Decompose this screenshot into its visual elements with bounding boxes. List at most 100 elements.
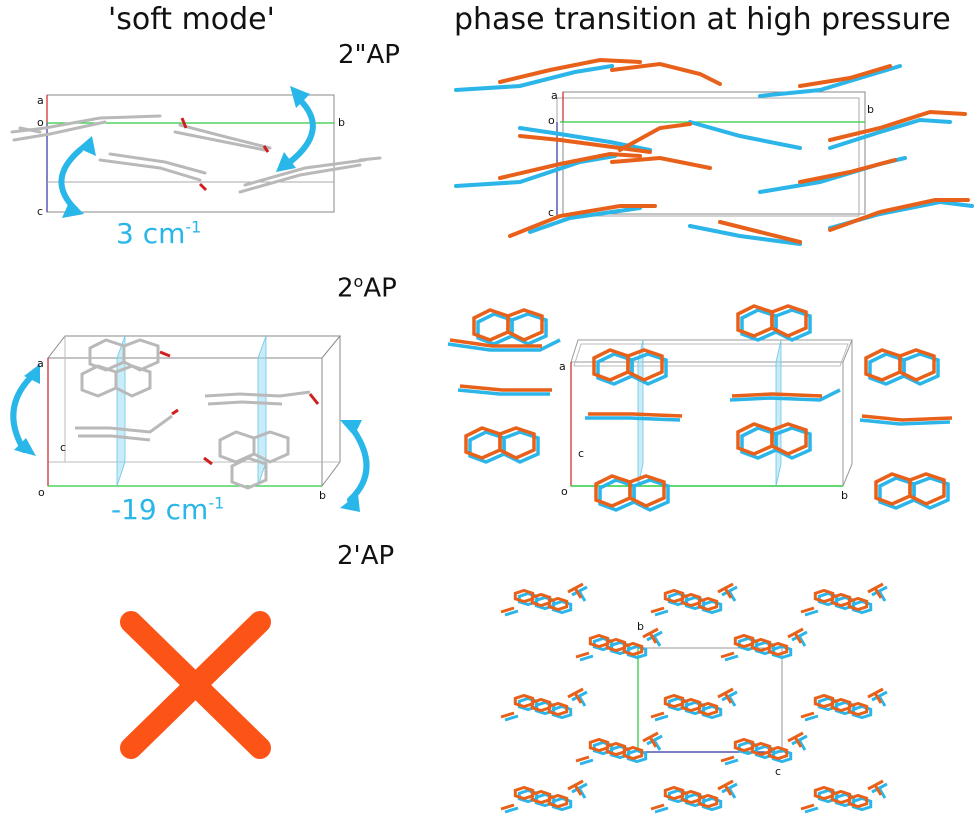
row3-ring	[663, 588, 685, 604]
row1-left-axis-b: b	[338, 116, 345, 129]
row2-label: 2oAP	[337, 272, 397, 304]
row3-substituent	[724, 734, 808, 766]
row3-ring	[680, 697, 702, 713]
row2-mirror-planes	[116, 335, 267, 487]
row3-ring	[513, 588, 535, 604]
row3-molecule	[800, 687, 884, 719]
row2-left-axis-o: o	[38, 486, 45, 499]
row2-frequency: -19 cm-1	[111, 493, 224, 526]
row3-ring	[697, 701, 719, 717]
row3-ring	[813, 588, 835, 604]
row3-ring	[771, 748, 793, 764]
row3-ring	[626, 748, 648, 764]
row2-label-sup: o	[353, 272, 364, 291]
row3-ring	[697, 793, 719, 809]
row2-right-axis-a: a	[559, 360, 566, 373]
row3-molecule	[650, 779, 734, 811]
row3-ring	[680, 789, 702, 805]
row3-ring	[530, 697, 552, 713]
row3-ring	[605, 637, 627, 653]
left-column-header: 'soft mode'	[108, 2, 275, 37]
curved-double-arrow-icon	[10, 375, 370, 503]
row3-substituent	[504, 690, 588, 722]
row2-right-molecules-highpressure	[449, 304, 953, 508]
row3-ring	[750, 637, 772, 653]
row1-unit-cell	[46, 94, 335, 213]
row3-substituent	[804, 585, 888, 617]
row2-left-axis-c: c	[60, 441, 67, 454]
row3-molecule	[500, 582, 584, 614]
row3-ring	[733, 633, 755, 649]
row3-ring	[551, 599, 573, 615]
row1-left-axis-c: c	[37, 205, 44, 218]
row3-ring	[733, 737, 755, 753]
row3-label: 2'AP	[337, 541, 395, 571]
row3-ring	[626, 644, 648, 660]
row3-substituent	[650, 779, 734, 811]
row3-ring	[767, 745, 789, 761]
row3-substituent	[654, 585, 738, 617]
row3-molecule	[650, 687, 734, 719]
row3-molecule	[504, 690, 588, 722]
row3-ring	[663, 693, 685, 709]
row3-ring	[771, 644, 793, 660]
row1-left-axis-a: a	[37, 94, 44, 107]
row3-molecule	[720, 731, 804, 763]
row3-substituent	[654, 782, 738, 814]
row3-ring	[513, 785, 535, 801]
row3-ring	[551, 704, 573, 720]
row3-molecule	[724, 734, 808, 766]
row2-frequency-unit-exp: -1	[208, 493, 225, 513]
row2-right-molecules-ambient-overlay	[447, 308, 951, 512]
row3-ring	[547, 793, 569, 809]
row1-frequency-value: 3 cm	[116, 217, 186, 250]
row3-ring	[847, 596, 869, 612]
row3-ring	[622, 745, 644, 761]
row3-ring	[697, 596, 719, 612]
row3-molecule	[575, 731, 659, 763]
row3-ring	[750, 741, 772, 757]
row3-substituent	[650, 582, 734, 614]
row3-right-axis-c: c	[775, 765, 782, 778]
row3-substituent	[500, 687, 584, 719]
row3-molecule	[800, 582, 884, 614]
row3-molecule	[575, 627, 659, 659]
row3-ring	[547, 596, 569, 612]
row3-ring	[680, 592, 702, 608]
row3-substituent	[804, 782, 888, 814]
row1-right-axis-b: b	[867, 103, 874, 116]
row3-ring	[530, 789, 552, 805]
row1-right-axis-a: a	[551, 89, 558, 102]
row3-substituent	[654, 690, 738, 722]
row3-ring	[588, 737, 610, 753]
row2-left-axis-b: b	[319, 489, 326, 502]
row3-substituent	[579, 734, 663, 766]
row3-ring	[851, 599, 873, 615]
row3-right-axis-b: b	[637, 620, 644, 633]
row3-ring	[701, 599, 723, 615]
row2-oxygen-atoms	[159, 350, 320, 466]
row3-ring	[551, 796, 573, 812]
row3-substituent	[724, 630, 808, 662]
row3-ring	[513, 693, 535, 709]
row3-ring	[851, 796, 873, 812]
row3-substituent	[650, 687, 734, 719]
row3-molecule	[650, 582, 734, 614]
row3-substituent	[800, 582, 884, 614]
row3-ring	[847, 701, 869, 717]
row3-ring	[830, 592, 852, 608]
row1-oxygen-atoms	[180, 117, 270, 192]
row3-ring	[588, 633, 610, 649]
row1-frequency-unit-exp: -1	[185, 217, 202, 237]
row3-ring	[767, 641, 789, 657]
row3-ring	[663, 785, 685, 801]
row1-label: 2"AP	[338, 40, 400, 70]
row2-molecules-ambient	[75, 338, 311, 490]
row2-left-axis-a: a	[37, 357, 44, 370]
row3-substituent	[800, 779, 884, 811]
